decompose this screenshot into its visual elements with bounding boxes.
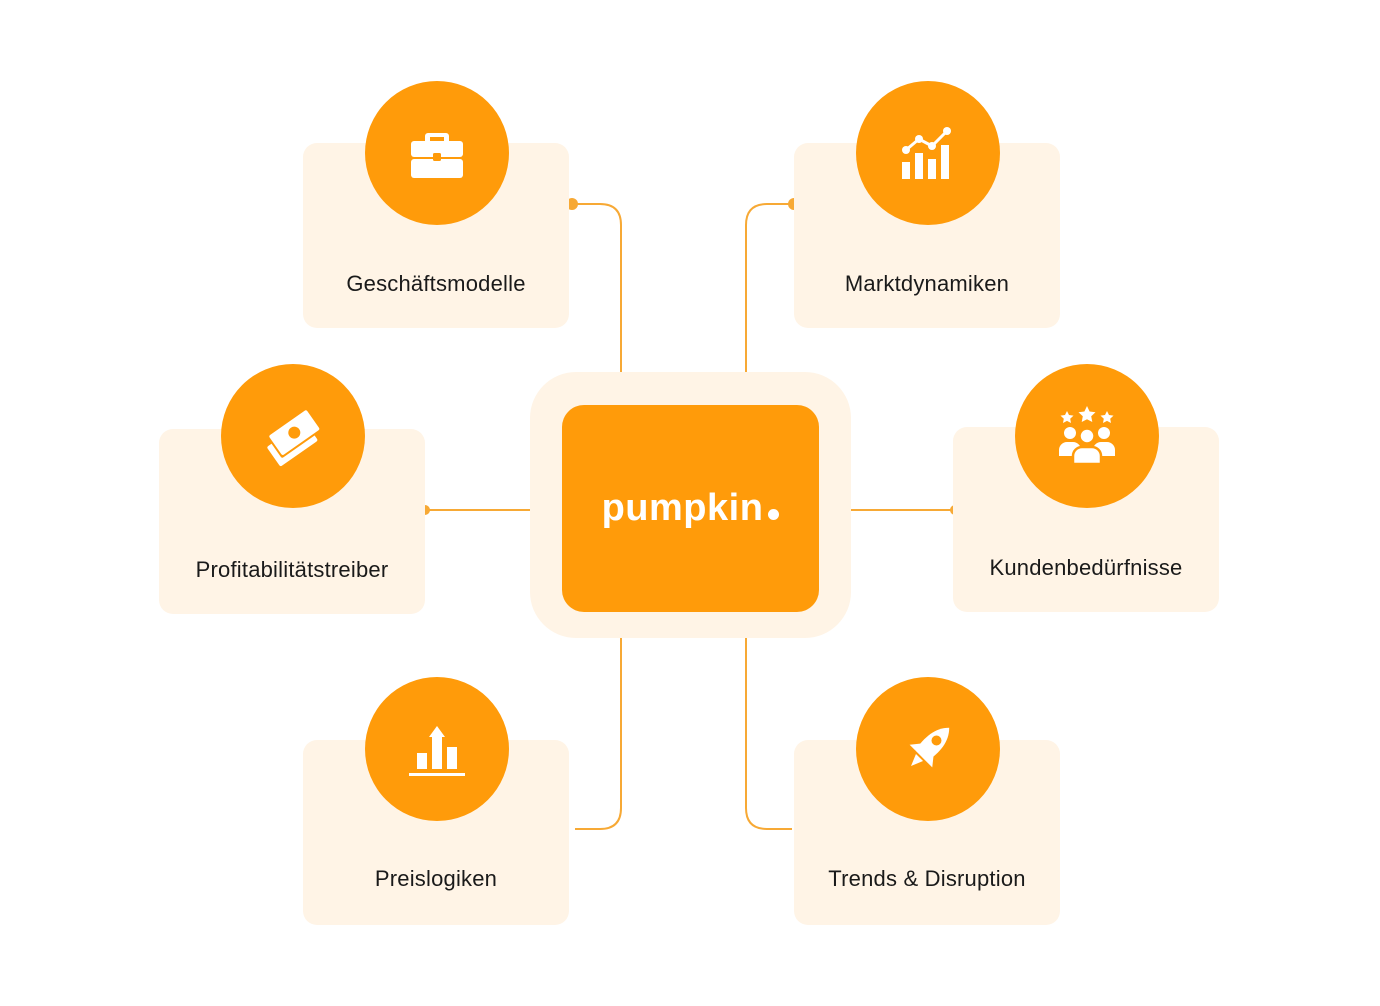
- customer-group-rating-icon: [1059, 406, 1115, 466]
- topic-label: Preislogiken: [374, 866, 498, 891]
- brand-wordmark: pumpkin: [601, 487, 764, 529]
- topic-label: Trends & Disruption: [828, 866, 1026, 891]
- topic-label: Kundenbedürfnisse: [989, 555, 1183, 580]
- topic-icon-badge: [365, 81, 509, 225]
- pricing-bar-chart-icon: [409, 726, 465, 776]
- topic-icon-badge: [856, 81, 1000, 225]
- growth-chart-icon: [902, 127, 951, 179]
- connector-marktdynamiken: [745, 203, 794, 385]
- connector-trends-disruption: [745, 638, 792, 830]
- brand-logo: pumpkin: [602, 487, 780, 530]
- connector-dot: [566, 198, 578, 210]
- briefcase-icon: [411, 133, 463, 178]
- topic-icon-badge: [1015, 364, 1159, 508]
- connector-geschaeftsmodelle: [572, 203, 622, 385]
- topic-card-trends-disruption: Trends & Disruption: [794, 740, 1060, 925]
- topic-icon-badge: [221, 364, 365, 508]
- topic-icon-badge: [856, 677, 1000, 821]
- connector-preislogiken: [575, 638, 622, 830]
- rocket-icon: [909, 727, 950, 768]
- topic-label: Marktdynamiken: [844, 271, 1010, 296]
- money-bills-icon: [266, 407, 323, 467]
- topic-label: Geschäftsmodelle: [346, 271, 526, 296]
- topic-label: Profitabilitätstreiber: [195, 557, 389, 582]
- topic-icon-badge: [365, 677, 509, 821]
- brand-dot: [768, 509, 780, 520]
- center-hub: pumpkin: [562, 405, 819, 612]
